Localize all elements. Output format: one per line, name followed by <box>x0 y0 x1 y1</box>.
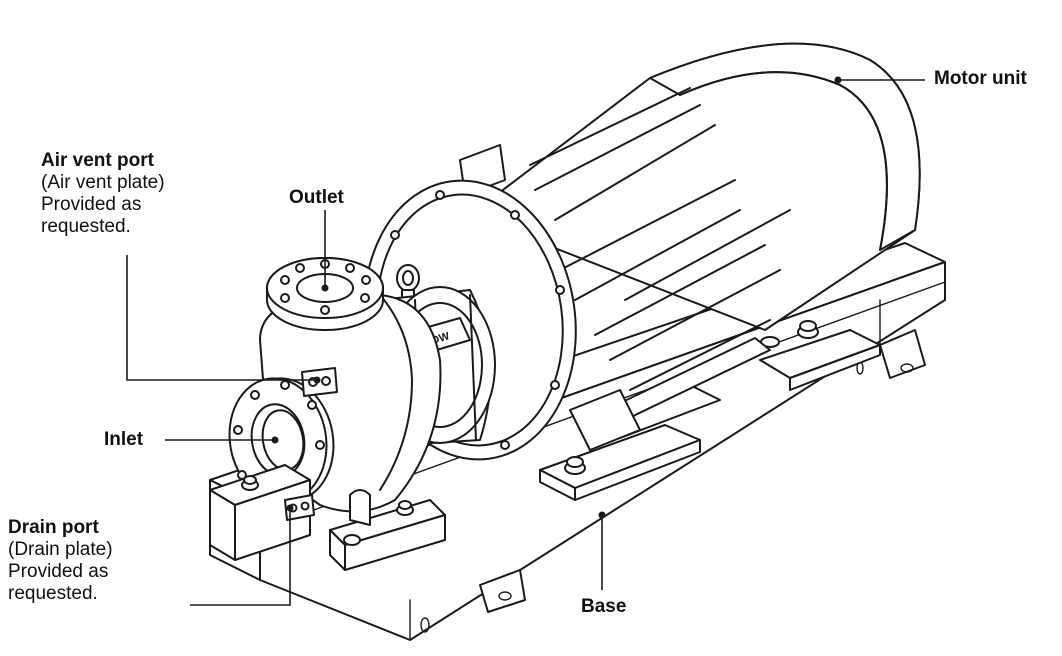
label-drain-port: Drain port (Drain plate) Provided as req… <box>8 517 113 605</box>
marker-drain <box>286 504 294 512</box>
motor-unit-title: Motor unit <box>934 68 1027 89</box>
marker-outlet <box>321 284 329 292</box>
label-inlet: Inlet <box>104 429 143 451</box>
air-vent-provided-text: Provided as <box>41 194 142 215</box>
air-vent-title: Air vent port <box>41 150 154 171</box>
leader-drain <box>190 508 291 606</box>
bolt <box>797 320 819 339</box>
marker-motor-unit <box>834 76 842 84</box>
air-vent-requested-text: requested. <box>41 216 131 237</box>
label-base: Base <box>581 596 626 618</box>
inlet-flange <box>228 377 335 503</box>
bolt <box>564 456 586 475</box>
pump-support <box>209 464 446 571</box>
label-motor-unit: Motor unit <box>934 68 1027 90</box>
air-vent-plate-text: (Air vent plate) <box>41 172 165 193</box>
outlet-title: Outlet <box>289 187 344 208</box>
motor-mounting-pads <box>539 320 881 501</box>
marker-inlet <box>271 436 279 444</box>
drain-title: Drain port <box>8 517 99 538</box>
leader-lines <box>126 76 925 606</box>
marker-base <box>598 511 606 519</box>
bolt <box>343 534 361 546</box>
label-air-vent-port: Air vent port (Air vent plate) Provided … <box>41 150 165 238</box>
leader-air-vent <box>126 255 317 381</box>
base-title: Base <box>581 596 627 617</box>
drain-provided-text: Provided as <box>8 561 109 582</box>
drain-plate-text: (Drain plate) <box>8 539 113 560</box>
marker-air-vent <box>313 376 321 384</box>
inlet-title: Inlet <box>104 429 144 450</box>
label-outlet: Outlet <box>289 187 344 209</box>
bolt <box>241 475 259 491</box>
bolt <box>396 500 414 516</box>
drain-requested-text: requested. <box>8 583 98 604</box>
